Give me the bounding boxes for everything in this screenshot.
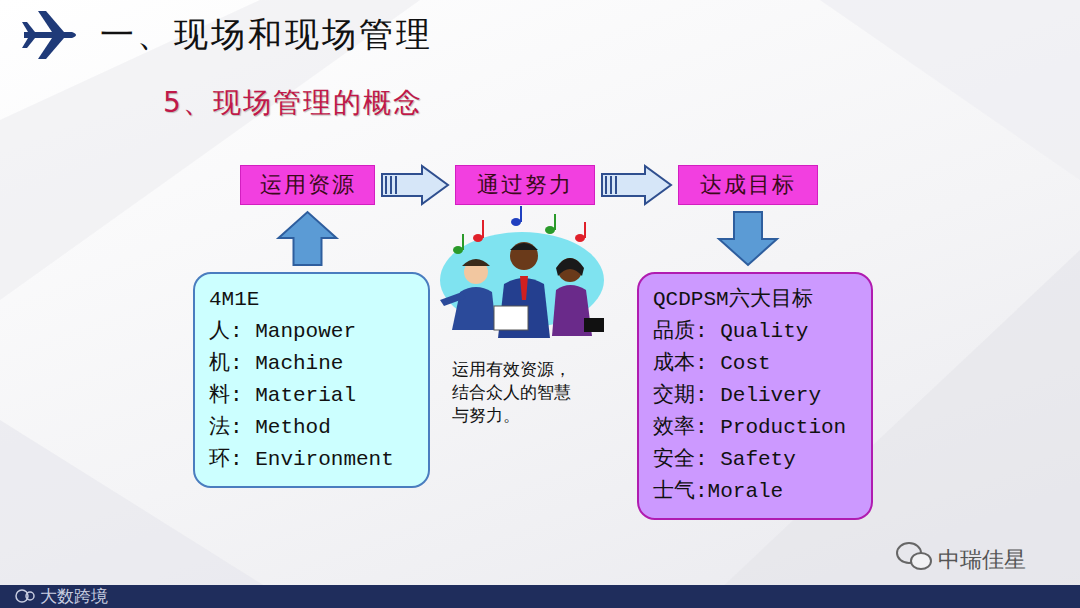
box-text: 达成目标: [700, 170, 796, 200]
box-text: 运用资源: [260, 170, 356, 200]
box-text: 料: Material: [209, 380, 414, 412]
box-text: 人: Manpower: [209, 316, 414, 348]
watermark: 大数跨境: [40, 585, 108, 608]
block-arrow: [602, 166, 671, 204]
slide-title: 一、现场和现场管理: [100, 12, 433, 58]
illustration-caption: 运用有效资源，结合众人的智慧与努力。: [452, 358, 584, 427]
block-arrow: [719, 212, 777, 265]
box-heading: 4M1E: [209, 284, 414, 316]
box-text: 成本: Cost: [653, 348, 857, 380]
process-box: 运用资源: [240, 165, 375, 205]
goal-box: QCDPSM六大目标品质: Quality成本: Cost交期: Deliver…: [637, 272, 873, 520]
box-text: 机: Machine: [209, 348, 414, 380]
box-heading: QCDPSM六大目标: [653, 284, 857, 316]
process-box: 通过努力: [455, 165, 595, 205]
box-text: 交期: Delivery: [653, 380, 857, 412]
box-text: 通过努力: [477, 170, 573, 200]
box-text: 法: Method: [209, 412, 414, 444]
block-arrow: [279, 212, 337, 265]
music-notes: [453, 206, 586, 254]
section-heading: 5、现场管理的概念: [163, 84, 423, 122]
block-arrow: [382, 166, 448, 204]
box-text: 安全: Safety: [653, 444, 857, 476]
watermark: 中瑞佳星: [938, 545, 1026, 575]
process-box: 达成目标: [678, 165, 818, 205]
box-text: 品质: Quality: [653, 316, 857, 348]
box-text: 效率: Production: [653, 412, 857, 444]
box-text: 士气:Morale: [653, 476, 857, 508]
box-text: 环: Environment: [209, 444, 414, 476]
resource-box: 4M1E人: Manpower机: Machine料: Material法: M…: [193, 272, 430, 488]
